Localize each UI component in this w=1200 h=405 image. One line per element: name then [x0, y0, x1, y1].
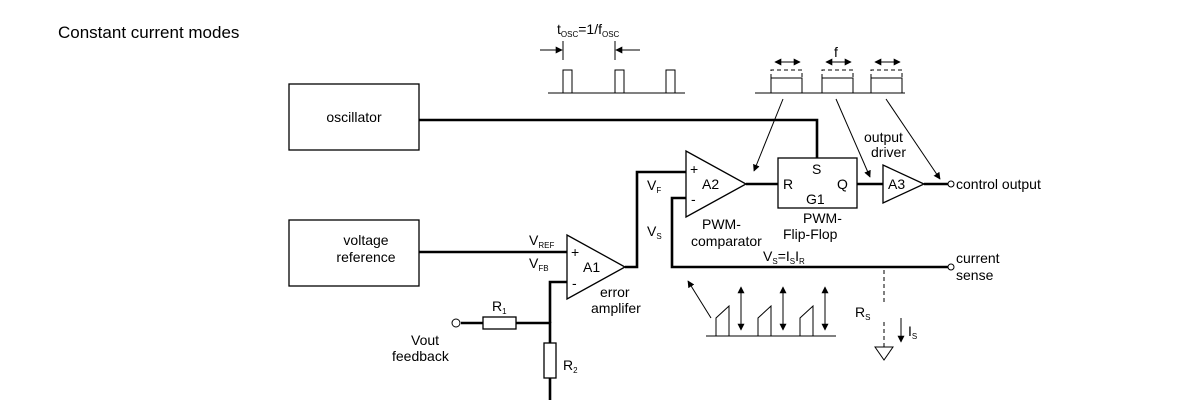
a3-label: A3	[888, 176, 905, 192]
pwm-flip-flop-g1	[777, 157, 858, 209]
oscillator-waveform: tOSC=1/fOSC	[540, 21, 685, 94]
flip-flop-s-pin: S	[812, 161, 821, 177]
error-amplifier-a1	[566, 233, 627, 301]
vout-feedback-label-2: feedback	[392, 348, 450, 364]
flip-flop-q-pin: Q	[837, 176, 848, 192]
pwm-waveform: f	[755, 44, 905, 94]
error-amp-caption-1: error	[600, 284, 630, 300]
control-output-terminal	[947, 180, 955, 188]
flip-flop-r-pin: R	[783, 176, 793, 192]
comparator-caption-2: comparator	[691, 233, 762, 249]
oscillator-to-set-wire	[419, 118, 819, 158]
rs-label: RS	[855, 304, 870, 322]
output-driver-a3	[882, 163, 926, 205]
vout-feedback-terminal	[451, 318, 461, 328]
a2-label: A2	[702, 176, 719, 192]
vref-label: VREF	[529, 232, 554, 250]
current-sense-waveform	[706, 286, 836, 337]
comparator-caption-1: PWM-	[702, 216, 741, 232]
oscillator-block	[288, 83, 420, 151]
driver-caption-2: driver	[871, 144, 906, 160]
error-amp-caption-2: amplifer	[591, 300, 641, 316]
resistor-r1	[482, 316, 517, 330]
driver-caption-1: output	[864, 129, 903, 145]
oscillator-label: oscillator	[326, 109, 382, 125]
a2-plus: +	[690, 161, 698, 177]
vs-label: VS	[647, 223, 662, 241]
output-annotation-arrow	[885, 98, 941, 180]
a2-minus: -	[691, 191, 696, 207]
frequency-label: f	[834, 44, 838, 60]
a1-plus: +	[571, 244, 579, 260]
current-sense-label-2: sense	[956, 267, 994, 283]
current-sense-arrow	[687, 280, 712, 319]
flip-flop-caption-1: PWM-	[803, 210, 842, 226]
a1-minus: -	[572, 275, 577, 291]
flip-flop-label: G1	[806, 191, 825, 207]
resistor-r2	[543, 342, 557, 379]
voltage-reference-block	[288, 219, 420, 287]
sense-resistor-path	[874, 270, 905, 361]
vs-equation-label: VS=ISIR	[763, 248, 805, 266]
feedback-node-wire	[548, 280, 567, 323]
voltage-reference-label-1: voltage	[343, 232, 388, 248]
vf-label: VF	[647, 177, 661, 195]
control-output-label: control output	[956, 176, 1041, 192]
ground-symbol	[874, 346, 894, 361]
voltage-reference-label-2: reference	[336, 249, 395, 265]
flip-flop-caption-2: Flip-Flop	[783, 226, 838, 242]
vfb-label: VFB	[529, 255, 549, 273]
vout-feedback-label-1: Vout	[411, 332, 439, 348]
pwm-comparator-a2	[685, 149, 748, 219]
current-sense-wire	[670, 196, 948, 269]
a1-label: A1	[583, 259, 600, 275]
r1-label: R1	[492, 298, 507, 316]
diagram-title: Constant current modes	[58, 23, 239, 42]
is-label: IS	[908, 323, 917, 341]
current-sense-label-1: current	[956, 250, 1000, 266]
r1-to-node-wire	[516, 321, 552, 343]
r2-label: R2	[563, 357, 578, 375]
error-amp-output-wire	[625, 170, 686, 269]
current-sense-terminal	[947, 263, 955, 271]
comparator-annotation-arrow	[753, 98, 784, 172]
tosc-label: tOSC=1/fOSC	[557, 21, 620, 39]
driver-annotation-arrow	[835, 98, 871, 178]
